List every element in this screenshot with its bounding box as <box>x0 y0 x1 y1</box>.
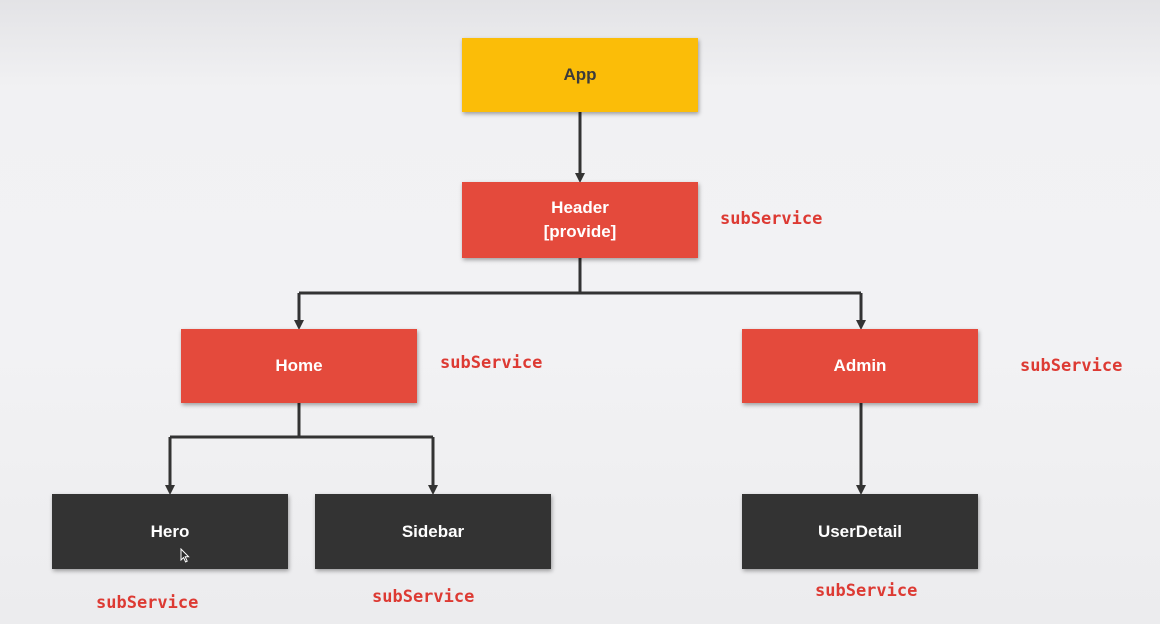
edge-header-split <box>299 258 861 295</box>
tag-header-subservice: subService <box>720 209 823 229</box>
edge-home-split <box>170 403 433 439</box>
node-header: Header [provide] <box>462 182 698 258</box>
tag-hero-subservice: subService <box>96 593 199 613</box>
node-sidebar: Sidebar <box>315 494 551 569</box>
node-home: Home <box>181 329 417 403</box>
tag-home-subservice: subService <box>440 353 543 373</box>
node-userdetail: UserDetail <box>742 494 978 569</box>
tag-userdetail-subservice: subService <box>815 581 918 601</box>
node-admin: Admin <box>742 329 978 403</box>
node-hero: Hero <box>52 494 288 569</box>
mouse-pointer-icon <box>180 548 190 563</box>
tag-sidebar-subservice: subService <box>372 587 475 607</box>
node-app: App <box>462 38 698 112</box>
tag-admin-subservice: subService <box>1020 356 1123 376</box>
